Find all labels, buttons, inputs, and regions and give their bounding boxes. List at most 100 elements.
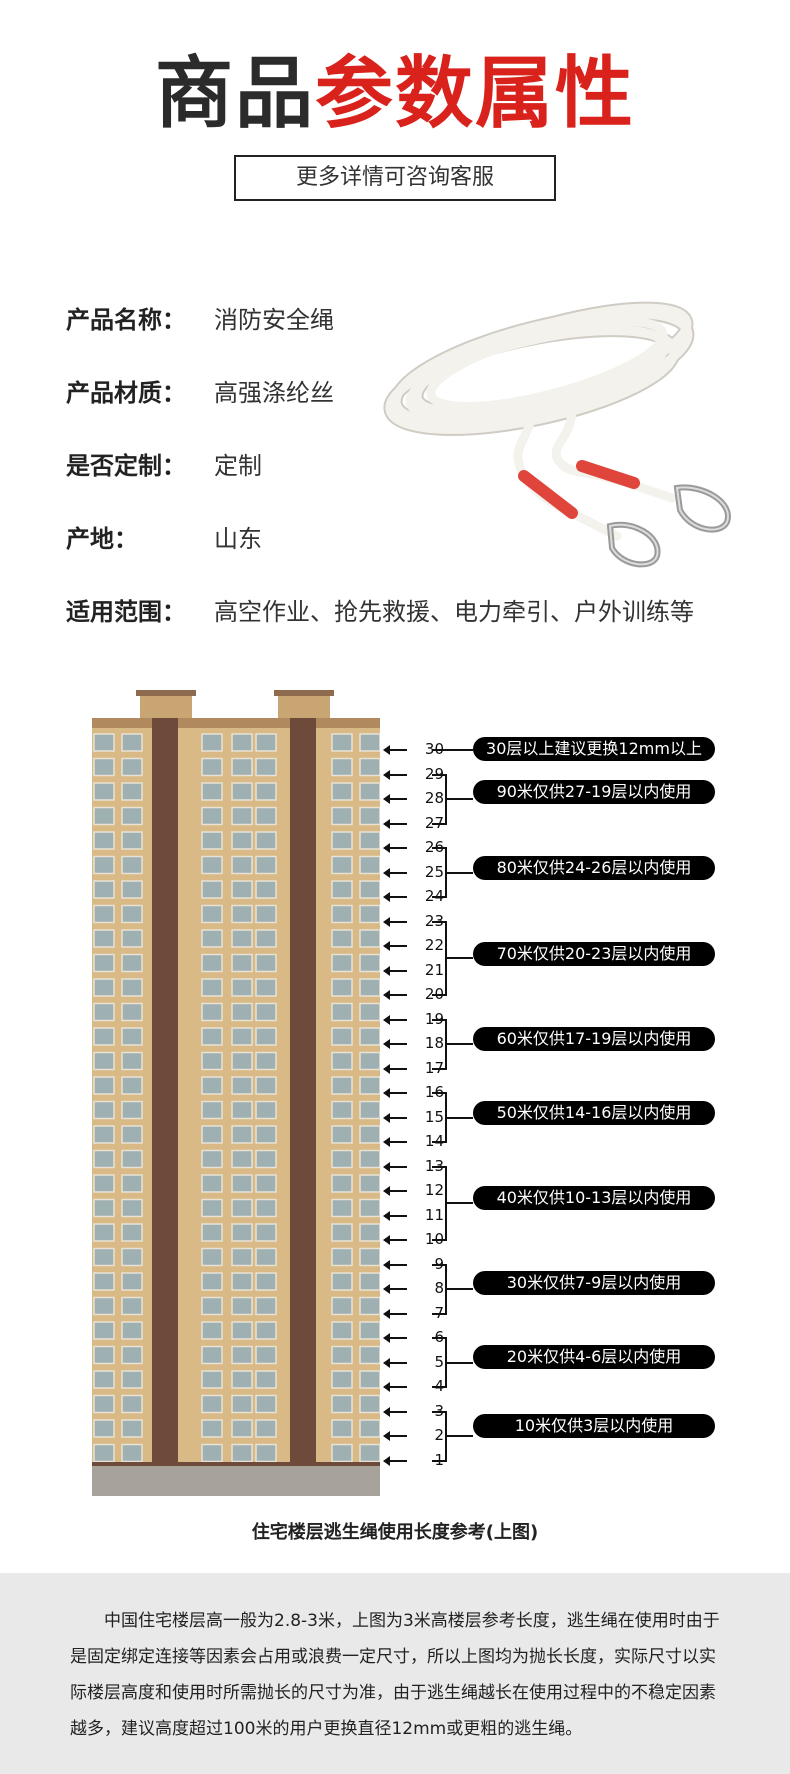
building-window bbox=[231, 880, 253, 899]
bracket-tick bbox=[432, 773, 446, 776]
building-window bbox=[93, 782, 115, 801]
floor-arrow bbox=[383, 1406, 407, 1417]
param-value: 消防安全绳 bbox=[214, 306, 334, 334]
building-window bbox=[231, 904, 253, 924]
floor-arrow bbox=[383, 1039, 407, 1049]
floor-number: 22 bbox=[424, 936, 444, 954]
building-window bbox=[255, 1125, 277, 1144]
building-window bbox=[331, 1370, 353, 1389]
consult-service-button[interactable]: 更多详情可咨询客服 bbox=[234, 155, 556, 201]
building-window bbox=[93, 1345, 115, 1365]
building-window bbox=[93, 978, 115, 997]
figure-caption: 住宅楼层逃生绳使用长度参考(上图) bbox=[251, 1522, 539, 1543]
building-window bbox=[201, 1198, 223, 1218]
building-window bbox=[331, 953, 353, 973]
floor-number: 18 bbox=[424, 1034, 444, 1052]
floor-number: 5 bbox=[434, 1352, 444, 1371]
building-window bbox=[121, 757, 143, 777]
length-label-60m: 60米仅供17-19层以内使用 bbox=[473, 1027, 715, 1051]
building-window bbox=[231, 1002, 253, 1022]
building-window bbox=[121, 1100, 143, 1120]
building-window bbox=[359, 1443, 380, 1463]
building-window bbox=[93, 806, 115, 826]
bracket-tick bbox=[432, 1067, 446, 1070]
building-window bbox=[331, 1198, 353, 1218]
building-window bbox=[331, 978, 353, 997]
building-window bbox=[331, 1125, 353, 1144]
floor-arrow bbox=[383, 916, 407, 927]
floor-range-bracket bbox=[445, 1092, 447, 1143]
building-window bbox=[121, 806, 143, 826]
building-window bbox=[93, 1027, 115, 1046]
param-key: 适用范围： bbox=[66, 598, 186, 626]
bracket-connector bbox=[447, 1361, 473, 1364]
building-window bbox=[121, 978, 143, 997]
building-window bbox=[121, 1149, 143, 1169]
building-window bbox=[121, 1002, 143, 1022]
bracket-connector bbox=[447, 871, 473, 874]
building-window bbox=[359, 1174, 380, 1193]
length-label-30m: 30米仅供7-9层以内使用 bbox=[473, 1271, 715, 1295]
bracket-connector bbox=[447, 749, 473, 751]
building-window bbox=[201, 978, 223, 997]
building-window bbox=[201, 1370, 223, 1389]
building-window bbox=[201, 1296, 223, 1316]
floor-arrow bbox=[383, 1186, 407, 1196]
building-window bbox=[201, 880, 223, 899]
floor-arrow bbox=[383, 867, 407, 878]
floor-range-bracket bbox=[445, 1337, 447, 1388]
floor-arrow bbox=[383, 1308, 407, 1319]
floor-arrow bbox=[383, 794, 407, 804]
floor-number: 12 bbox=[424, 1181, 444, 1199]
length-label-20m: 20米仅供4-6层以内使用 bbox=[473, 1345, 715, 1369]
building-window bbox=[201, 1272, 223, 1291]
building-window bbox=[359, 1027, 380, 1046]
page-title: 商品参数属性 bbox=[0, 46, 790, 142]
building-window bbox=[93, 1149, 115, 1169]
floor-arrow bbox=[383, 1382, 407, 1392]
building-window bbox=[231, 1223, 253, 1242]
floor-arrow bbox=[383, 1112, 407, 1123]
building-window bbox=[93, 1419, 115, 1438]
building-window bbox=[359, 1198, 380, 1218]
building-window bbox=[359, 1321, 380, 1340]
building-window bbox=[201, 1174, 223, 1193]
bracket-tick bbox=[432, 1337, 446, 1339]
building-window bbox=[231, 1247, 253, 1267]
building-window bbox=[93, 757, 115, 777]
building-window bbox=[359, 1247, 380, 1267]
floor-arrow bbox=[383, 1333, 407, 1343]
building-window bbox=[359, 1370, 380, 1389]
building-window bbox=[359, 831, 380, 850]
building-window bbox=[255, 1174, 277, 1193]
floor-arrow bbox=[383, 1063, 407, 1074]
building-window bbox=[359, 855, 380, 875]
building-window bbox=[231, 1370, 253, 1389]
building-window bbox=[331, 1100, 353, 1120]
bracket-tick bbox=[432, 847, 446, 849]
building-window bbox=[231, 978, 253, 997]
building-window bbox=[231, 953, 253, 973]
building-window bbox=[359, 1149, 380, 1169]
building-window bbox=[93, 1321, 115, 1340]
building-window bbox=[93, 1394, 115, 1414]
building-window bbox=[331, 733, 353, 752]
building-window bbox=[331, 929, 353, 948]
building-window bbox=[359, 929, 380, 948]
building-window bbox=[201, 782, 223, 801]
building-window bbox=[359, 1223, 380, 1242]
building-window bbox=[331, 1419, 353, 1438]
building-window bbox=[121, 831, 143, 850]
building-window bbox=[255, 1076, 277, 1095]
building-window bbox=[201, 1076, 223, 1095]
floor-arrow bbox=[383, 1137, 407, 1147]
floor-range-bracket bbox=[445, 847, 447, 898]
param-key: 产品名称： bbox=[66, 306, 186, 334]
param-value: 高空作业、抢先救援、电力牵引、户外训练等 bbox=[214, 598, 694, 626]
param-key: 产品材质： bbox=[66, 379, 186, 407]
param-value: 高强涤纶丝 bbox=[214, 379, 334, 407]
building-window bbox=[331, 1321, 353, 1340]
building-window bbox=[121, 855, 143, 875]
building-window bbox=[231, 1076, 253, 1095]
building-window bbox=[121, 1076, 143, 1095]
